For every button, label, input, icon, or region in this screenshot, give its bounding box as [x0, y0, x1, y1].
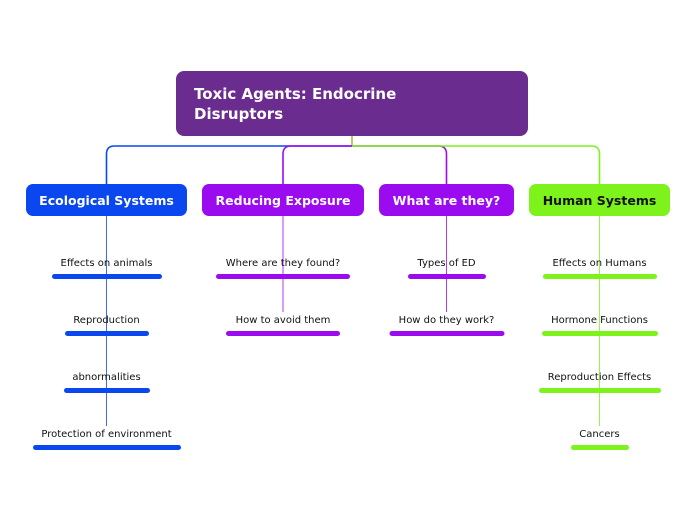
branch-what-are-they[interactable]: What are they? [379, 184, 514, 216]
subtopic-underline [570, 445, 629, 450]
connector-ecological-systems [105, 145, 352, 184]
subtopic-effects-on-humans[interactable]: Effects on Humans [542, 257, 657, 279]
connector-human-systems [352, 145, 601, 184]
subtopic-underline [389, 331, 504, 336]
connector-reducing-exposure [282, 145, 352, 184]
subtopic-effects-on-animals[interactable]: Effects on animals [51, 257, 162, 279]
subtopic-how-to-avoid-them[interactable]: How to avoid them [226, 314, 340, 336]
subtopic-underline [538, 388, 661, 393]
connector-what-are-they [352, 145, 448, 184]
root-topic[interactable]: Toxic Agents: Endocrine Disruptors [176, 71, 528, 136]
subtopic-reproduction-effects[interactable]: Reproduction Effects [538, 371, 661, 393]
subtopic-hormone-functions[interactable]: Hormone Functions [541, 314, 658, 336]
subtopic-underline [32, 445, 181, 450]
subtopic-protection-of-environment[interactable]: Protection of environment [32, 428, 181, 450]
subtopic-underline [541, 331, 658, 336]
subtopic-underline [407, 274, 486, 279]
branch-reducing-exposure[interactable]: Reducing Exposure [202, 184, 364, 216]
subtopic-reproduction[interactable]: Reproduction [64, 314, 149, 336]
root-topic-label: Toxic Agents: Endocrine Disruptors [194, 85, 397, 123]
subtopic-underline [64, 331, 149, 336]
subtopic-cancers[interactable]: Cancers [570, 428, 629, 450]
subtopic-underline [216, 274, 350, 279]
branch-label: What are they? [392, 192, 501, 208]
subtopic-underline [542, 274, 657, 279]
subtopic-abnormalities[interactable]: abnormalities [63, 371, 150, 393]
branch-label: Ecological Systems [39, 192, 174, 208]
subtopic-where-are-they-found[interactable]: Where are they found? [216, 257, 350, 279]
subtopic-underline [226, 331, 340, 336]
subtopic-underline [51, 274, 162, 279]
branch-label: Human Systems [542, 192, 657, 208]
subtopic-how-do-they-work[interactable]: How do they work? [389, 314, 504, 336]
subtopic-underline [63, 388, 150, 393]
subtopic-types-of-ed[interactable]: Types of ED [407, 257, 486, 279]
branch-label: Reducing Exposure [215, 192, 351, 208]
branch-ecological-systems[interactable]: Ecological Systems [26, 184, 187, 216]
branch-human-systems[interactable]: Human Systems [529, 184, 670, 216]
